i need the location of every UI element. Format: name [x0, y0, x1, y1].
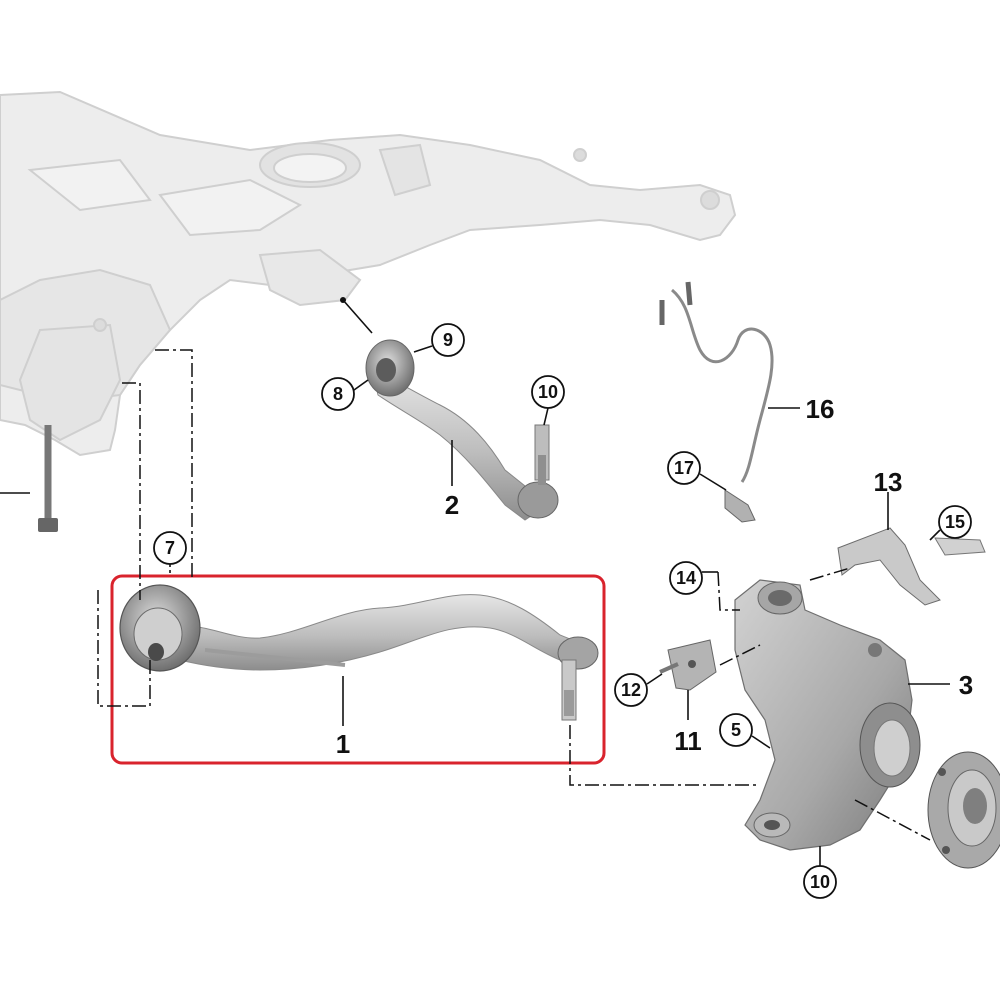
callout-1-label: 1: [336, 729, 350, 759]
callout-3-label: 3: [959, 670, 973, 700]
callout-9-label: 9: [443, 330, 453, 350]
bracket-13: [837, 527, 941, 606]
callout-15: 15: [929, 505, 972, 541]
callout-10-lower: 10: [803, 846, 837, 899]
subframe: [0, 90, 737, 457]
callout-16-label: 16: [806, 394, 835, 424]
callout-11: 11: [674, 690, 702, 756]
callout-3: 3: [908, 670, 973, 700]
callout-12: 12: [614, 673, 663, 707]
highlight-box: [110, 574, 606, 765]
callout-14: 14: [669, 561, 718, 595]
wheel-speed-sensor-cable: [659, 281, 774, 483]
callout-12-label: 12: [621, 680, 641, 700]
reference-lines: [97, 349, 931, 841]
subframe-bolt: [0, 425, 58, 532]
callout-16: 16: [768, 394, 834, 424]
callout-11-label: 11: [674, 726, 702, 756]
clip-15: [934, 537, 986, 556]
callout-1: 1: [336, 676, 350, 759]
callout-5: 5: [719, 713, 771, 749]
callout-10-upper-label: 10: [538, 382, 558, 402]
callout-17-label: 17: [674, 458, 694, 478]
callout-13-label: 13: [874, 467, 903, 497]
bracket-11: [667, 639, 717, 691]
mount-pointer: [340, 297, 373, 334]
wheel-speed-sensor: [724, 489, 756, 523]
screw-12: [659, 662, 679, 674]
callout-8-label: 8: [333, 384, 343, 404]
callout-2-label: 2: [445, 490, 459, 520]
callout-2: 2: [445, 440, 459, 520]
callout-10-upper: 10: [531, 375, 565, 426]
callout-7-label: 7: [165, 538, 175, 558]
callout-14-label: 14: [676, 568, 696, 588]
callout-9: 9: [413, 323, 465, 357]
callout-13: 13: [874, 467, 903, 530]
callout-8: 8: [321, 377, 369, 411]
callout-10-lower-label: 10: [810, 872, 830, 892]
lower-control-arm: [119, 584, 599, 721]
callout-5-label: 5: [731, 720, 741, 740]
callout-15-label: 15: [945, 512, 965, 532]
wheel-hub: [927, 751, 1000, 869]
callout-17: 17: [667, 451, 727, 491]
steering-knuckle: [734, 579, 921, 851]
callout-7: 7: [153, 531, 187, 576]
upper-control-arm: [365, 339, 559, 521]
